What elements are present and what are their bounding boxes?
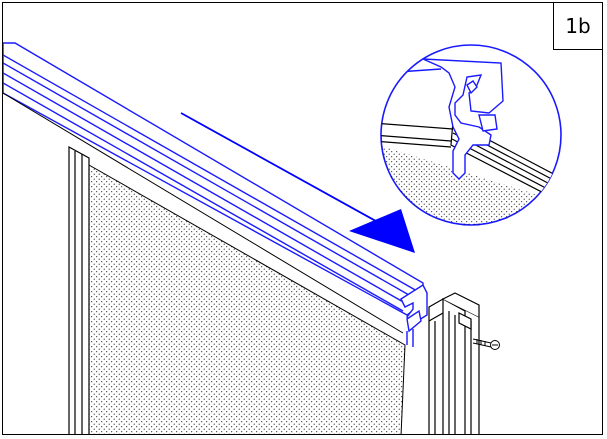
assembly-drawing bbox=[3, 42, 562, 434]
left-frame-rail bbox=[68, 145, 90, 434]
illustration-frame: 1b bbox=[2, 2, 603, 435]
screw-icon bbox=[472, 338, 500, 350]
step-label: 1b bbox=[565, 14, 591, 38]
roller-cassette bbox=[3, 42, 428, 347]
step-label-box: 1b bbox=[553, 3, 602, 50]
cassette-lower-edge bbox=[3, 92, 404, 334]
side-channel-profile bbox=[428, 292, 480, 434]
slide-direction-arrow-icon bbox=[180, 112, 415, 253]
